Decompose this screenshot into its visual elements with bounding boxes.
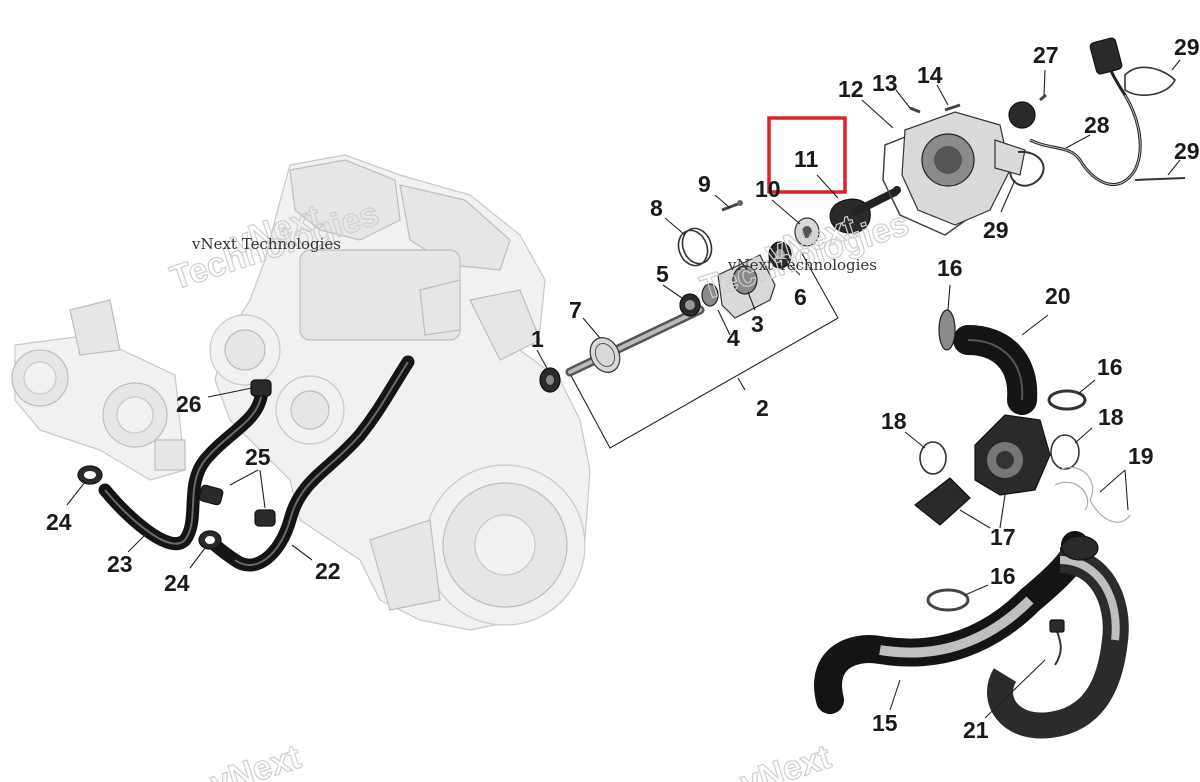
part-14-bolts [909,103,961,114]
callout-15[interactable]: 15 [872,710,898,736]
callout-19[interactable]: 19 [1128,443,1154,469]
callout-labels: 1 2 3 4 5 6 7 8 9 10 11 12 13 14 15 16 1… [46,34,1200,743]
callout-21[interactable]: 21 [963,717,989,743]
callout-18-right[interactable]: 18 [1098,404,1124,430]
callout-7[interactable]: 7 [569,297,582,323]
callout-29-right[interactable]: 29 [1174,138,1200,164]
part-11-impeller [829,186,901,234]
callout-16-bottom[interactable]: 16 [990,563,1016,589]
callout-11[interactable]: 11 [794,146,819,172]
callout-2[interactable]: 2 [756,395,769,421]
hose-20 [953,325,1038,415]
part-4-ring [701,283,719,307]
part-6-seal [768,241,792,269]
callout-24-bottom[interactable]: 24 [164,570,190,596]
clamp-24a [77,465,103,485]
clamp-24b [198,530,222,550]
part-5-bearing [679,293,701,317]
callout-29-top[interactable]: 29 [1174,34,1200,60]
part-28-harness [1029,37,1142,186]
part-10-washer [794,217,820,247]
callout-24-left[interactable]: 24 [46,509,72,535]
part-19-seal [1054,466,1131,523]
part-3-housing [717,254,776,319]
highlight-box [767,116,847,194]
callout-27[interactable]: 27 [1033,42,1059,68]
callout-22[interactable]: 22 [315,558,341,584]
callout-9[interactable]: 9 [698,171,711,197]
callout-6[interactable]: 6 [794,284,807,310]
callout-25[interactable]: 25 [245,444,271,470]
clamp-26 [250,379,272,397]
part-18-oring [919,434,1080,475]
callout-17[interactable]: 17 [990,524,1016,550]
hose-22 [203,355,415,572]
callout-26[interactable]: 26 [176,391,202,417]
clamp-16a [938,309,956,351]
watermark-text-left: vNext Technologies [191,235,341,253]
clamp-16b [1047,389,1087,411]
hose-15 [814,531,1129,739]
callout-12[interactable]: 12 [838,76,864,102]
part-29-ties [1009,66,1186,187]
callout-5[interactable]: 5 [656,261,669,287]
callout-28[interactable]: 28 [1084,112,1110,138]
part-27-sensor [1008,93,1047,129]
watermark-footer-left: vNext [206,738,306,782]
clamp-16c [926,588,970,612]
callout-23[interactable]: 23 [107,551,133,577]
callout-10[interactable]: 10 [755,176,781,202]
part-9-screw [721,200,743,212]
part-7-shaft [565,305,705,377]
callout-1[interactable]: 1 [531,326,544,352]
part-21-sensor [1049,619,1065,666]
callout-16-mid[interactable]: 16 [1097,354,1123,380]
engine-block [209,154,591,631]
part-17-housing [914,414,1051,526]
callout-20[interactable]: 20 [1045,283,1071,309]
watermark-text-center: vNext Technologies [727,256,877,274]
callout-3[interactable]: 3 [751,311,764,337]
shaft-assembly-box [567,249,839,449]
callout-14[interactable]: 14 [917,62,943,88]
callout-29-mid[interactable]: 29 [983,217,1009,243]
callout-8[interactable]: 8 [650,195,663,221]
watermark-footer-right: vNext [736,738,836,782]
hose-23 [98,381,269,551]
clamp-25b [254,509,276,527]
part-8-ring [677,227,713,267]
leader-lines [66,59,1181,719]
callout-13[interactable]: 13 [872,70,898,96]
clamp-25a [198,484,224,506]
callout-16-top[interactable]: 16 [937,255,963,281]
callout-4[interactable]: 4 [727,325,740,351]
part-1-seal [539,367,561,393]
throttle-body [11,299,186,481]
callout-18-left[interactable]: 18 [881,408,907,434]
part-13-housing [901,111,1026,226]
